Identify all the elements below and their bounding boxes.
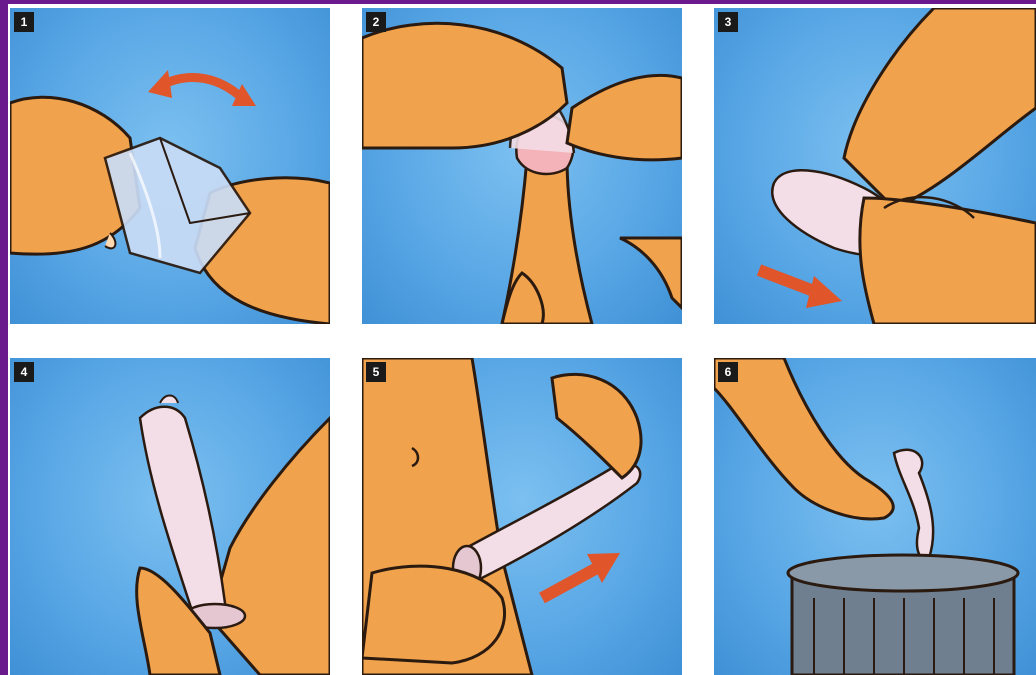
step-panel-2: 2 (362, 8, 682, 324)
step-5-illustration (362, 358, 682, 675)
arrow-icon (759, 270, 842, 308)
step-1-illustration (10, 8, 330, 324)
step-panel-4: 4 (10, 358, 330, 675)
step-panel-6: 6 (714, 358, 1036, 675)
frame-left-border (0, 0, 8, 675)
arrow-icon (542, 553, 620, 598)
step-number-badge: 3 (718, 12, 738, 32)
step-panel-3: 3 (714, 8, 1036, 324)
step-number-badge: 4 (14, 362, 34, 382)
step-number-badge: 6 (718, 362, 738, 382)
frame-top-border (0, 0, 1036, 4)
curved-double-arrow-icon (148, 70, 256, 106)
step-number-badge: 1 (14, 12, 34, 32)
step-number-badge: 5 (366, 362, 386, 382)
step-3-illustration (714, 8, 1036, 324)
step-panel-1: 1 (10, 8, 330, 324)
step-4-illustration (10, 358, 330, 675)
step-2-illustration (362, 8, 682, 324)
step-panel-5: 5 (362, 358, 682, 675)
step-number-badge: 2 (366, 12, 386, 32)
step-6-illustration (714, 358, 1036, 675)
